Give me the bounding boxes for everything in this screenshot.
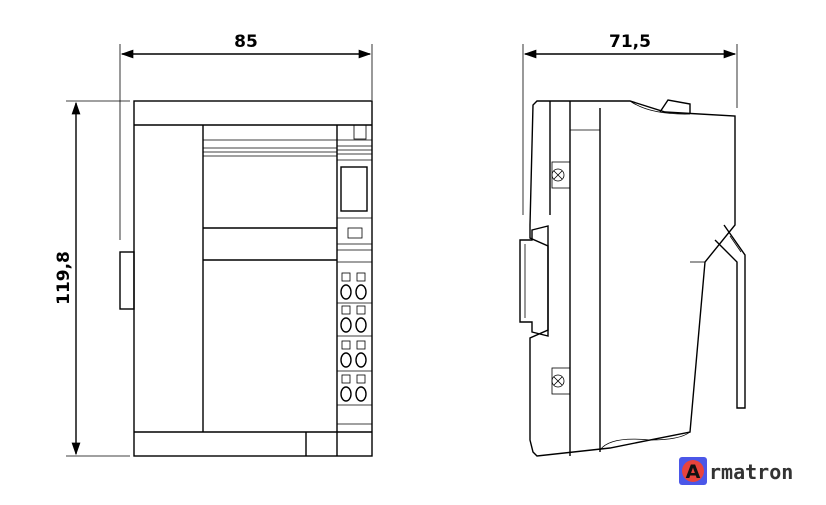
terminal-release-slot (356, 305, 366, 315)
terminal-release-slot (341, 272, 351, 282)
terminal-release-slot (341, 340, 351, 350)
terminal-release-slot (356, 340, 366, 350)
terminal-wire-entry (355, 386, 367, 402)
terminal-wire-entry (355, 317, 367, 333)
terminal-release-slot (341, 305, 351, 315)
terminal-release-slot (341, 374, 351, 384)
terminal-strip (337, 124, 372, 425)
terminal-release-slot (356, 374, 366, 384)
display-window (340, 166, 368, 212)
din-rail (519, 225, 549, 337)
release-lever (714, 224, 746, 409)
width-dimension: 85 (119, 32, 373, 240)
screw-top (551, 161, 571, 189)
height-dimension: 119,8 (54, 100, 130, 457)
terminal-release-slot (356, 272, 366, 282)
side-view: 71,5 (519, 32, 746, 457)
width-label: 85 (234, 32, 258, 52)
front-view: 85 119,8 (54, 32, 373, 457)
terminal-wire-entry (340, 317, 352, 333)
terminal-wire-entry (340, 386, 352, 402)
depth-dimension: 71,5 (522, 32, 738, 215)
terminal-wire-entry (340, 352, 352, 368)
depth-label: 71,5 (609, 32, 651, 52)
terminal-wire-entry (340, 284, 352, 300)
terminal-wire-entry (355, 352, 367, 368)
height-label: 119,8 (54, 251, 74, 305)
side-housing (529, 100, 736, 457)
screw-bottom (551, 367, 571, 395)
logo-letter-icon: A (686, 461, 701, 483)
brand-logo: A rmatron (679, 457, 793, 485)
terminal-wire-entry (355, 284, 367, 300)
brand-name: rmatron (709, 460, 793, 484)
din-clip-tab (119, 251, 135, 310)
